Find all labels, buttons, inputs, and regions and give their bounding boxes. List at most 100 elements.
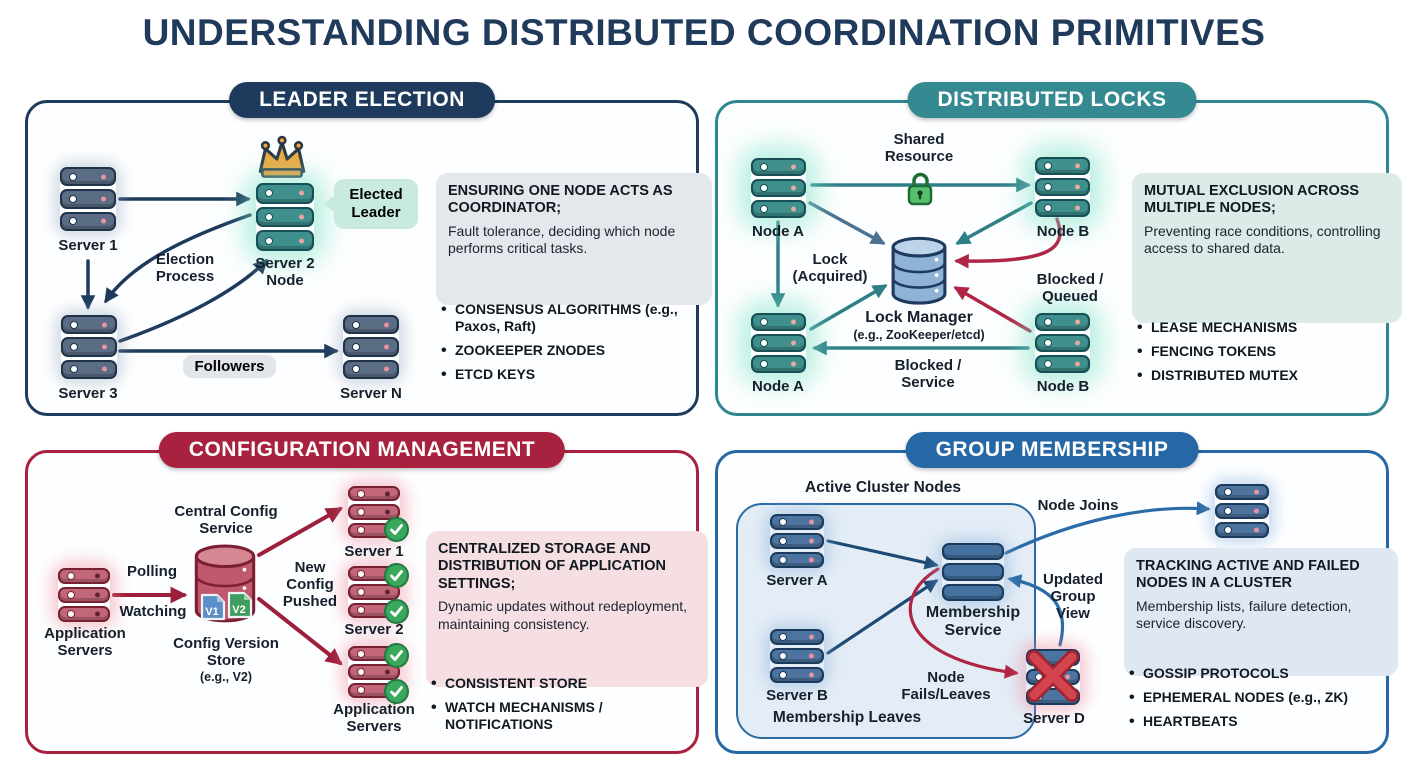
application-servers-left-icon bbox=[58, 568, 110, 622]
v1-label: V1 bbox=[205, 606, 218, 618]
distributed-locks-section: DISTRIBUTED LOCKS bbox=[715, 82, 1402, 416]
bullet-item: WATCH MECHANISMS / NOTIFICATIONS bbox=[430, 698, 688, 733]
polling-label: Polling bbox=[127, 563, 177, 580]
bullet-item: EPHEMERAL NODES (e.g., ZK) bbox=[1128, 688, 1378, 708]
server-2-label: Server 2 bbox=[344, 621, 404, 638]
lock-acquired-label: Lock (Acquired) bbox=[792, 251, 868, 286]
panel-heading: MUTUAL EXCLUSION ACROSS MULTIPLE NODES; bbox=[1144, 183, 1360, 217]
panel-body: Fault tolerance, deciding which node per… bbox=[448, 222, 676, 257]
panel-body: Dynamic updates without redeployment, ma… bbox=[438, 598, 688, 632]
bullet-item: CONSISTENT STORE bbox=[430, 674, 688, 694]
election-process-label: Election Process bbox=[155, 251, 215, 286]
config-version-store-label: Config Version Store bbox=[173, 635, 279, 670]
server-1-label: Server 1 bbox=[344, 543, 404, 560]
group-membership-header: GROUP MEMBERSHIP bbox=[905, 432, 1199, 468]
bullet-item: ETCD KEYS bbox=[440, 365, 696, 385]
configuration-management-panel: CENTRALIZED STORAGE AND DISTRIBUTION OF … bbox=[426, 531, 708, 687]
node-b-bottom-label: Node B bbox=[1036, 378, 1090, 395]
check-icon bbox=[390, 650, 403, 661]
server-n-label: Server N bbox=[340, 385, 402, 402]
leader-election-bullets: CONSENSUS ALGORITHMS (e.g., Paxos, Raft)… bbox=[440, 300, 696, 390]
central-config-service-label: Central Config Service bbox=[174, 503, 278, 538]
server-b-icon bbox=[770, 629, 824, 683]
panel-heading: CENTRALIZED STORAGE AND DISTRIBUTION OF … bbox=[438, 541, 666, 592]
leader-election-header: LEADER ELECTION bbox=[229, 82, 495, 118]
distributed-locks-header: DISTRIBUTED LOCKS bbox=[907, 82, 1197, 118]
membership-service-label: Membership Service bbox=[925, 604, 1021, 640]
padlock-icon bbox=[907, 172, 933, 206]
distributed-locks-panel: MUTUAL EXCLUSION ACROSS MULTIPLE NODES; … bbox=[1132, 173, 1402, 323]
node-b-top-icon bbox=[1035, 157, 1090, 217]
leader-election-section: LEADER ELECTION Server 1 Server 2 Node S… bbox=[25, 82, 712, 416]
config-version-sublabel: (e.g., V2) bbox=[199, 670, 253, 684]
updated-group-view-label: Updated Group View bbox=[1043, 571, 1103, 623]
config-file-v1-icon: V1 bbox=[200, 593, 226, 621]
elected-leader-bubble: Elected Leader bbox=[334, 179, 418, 229]
panel-heading: TRACKING ACTIVE AND FAILED NODES IN A CL… bbox=[1136, 558, 1360, 592]
server-n-icon bbox=[343, 315, 399, 379]
check-icon bbox=[390, 524, 403, 535]
server-3-icon bbox=[61, 315, 117, 379]
server-b-label: Server B bbox=[766, 687, 828, 704]
group-membership-panel: TRACKING ACTIVE AND FAILED NODES IN A CL… bbox=[1124, 548, 1398, 676]
active-cluster-nodes-label: Active Cluster Nodes bbox=[805, 479, 961, 496]
crown-icon bbox=[258, 135, 306, 178]
application-servers-right-label: Application Servers bbox=[333, 701, 415, 736]
distributed-locks-bullets: LEASE MECHANISMS FENCING TOKENS DISTRIBU… bbox=[1136, 318, 1382, 391]
configuration-management-arrows bbox=[112, 507, 343, 666]
group-membership-section: GROUP MEMBERSHIP bbox=[715, 432, 1398, 754]
lock-manager-sublabel: (e.g., ZooKeeper/etcd) bbox=[853, 328, 985, 342]
server-a-icon bbox=[770, 514, 824, 568]
server-d-label: Server D bbox=[1023, 710, 1085, 727]
shared-resource-label: Shared Resource bbox=[884, 131, 954, 166]
node-a-bottom-label: Node A bbox=[752, 378, 804, 395]
group-membership-bullets: GOSSIP PROTOCOLS EPHEMERAL NODES (e.g., … bbox=[1128, 664, 1378, 737]
bullet-item: DISTRIBUTED MUTEX bbox=[1136, 366, 1382, 386]
fail-x-icon bbox=[1027, 650, 1079, 702]
page-title: UNDERSTANDING DISTRIBUTED COORDINATION P… bbox=[142, 12, 1266, 53]
configuration-management-header: CONFIGURATION MANAGEMENT bbox=[158, 432, 566, 468]
bullet-item: CONSENSUS ALGORITHMS (e.g., Paxos, Raft) bbox=[440, 300, 696, 335]
server-2-label: Server 2 Node bbox=[255, 255, 315, 290]
new-config-pushed-label: New Config Pushed bbox=[282, 559, 338, 611]
membership-service-icon bbox=[942, 543, 1004, 601]
membership-leaves-label: Membership Leaves bbox=[772, 709, 922, 726]
application-servers-left-label: Application Servers bbox=[44, 625, 126, 660]
configuration-management-bullets: CONSISTENT STORE WATCH MECHANISMS / NOTI… bbox=[430, 674, 688, 740]
server-1-label: Server 1 bbox=[58, 237, 118, 254]
server-2-leader-icon bbox=[256, 183, 314, 252]
lock-manager-cylinder-icon bbox=[891, 236, 947, 305]
blocked-service-label: Blocked / Service bbox=[894, 357, 962, 392]
watching-label: Watching bbox=[119, 603, 187, 620]
server-a-label: Server A bbox=[766, 572, 828, 589]
node-a-top-label: Node A bbox=[752, 223, 804, 240]
bullet-item: HEARTBEATS bbox=[1128, 712, 1378, 732]
configuration-management-section: CONFIGURATION MANAGEMENT V1 V2 bbox=[25, 432, 708, 754]
bullet-item: FENCING TOKENS bbox=[1136, 342, 1382, 362]
node-fails-leaves-label: Node Fails/Leaves bbox=[901, 669, 991, 704]
server-3-label: Server 3 bbox=[58, 385, 118, 402]
bullet-item: ZOOKEEPER ZNODES bbox=[440, 341, 696, 361]
leader-election-panel: ENSURING ONE NODE ACTS AS COORDINATOR; F… bbox=[436, 173, 712, 305]
blocked-queued-label: Blocked / Queued bbox=[1036, 271, 1104, 306]
followers-tag: Followers bbox=[183, 355, 276, 378]
panel-body: Membership lists, failure detection, ser… bbox=[1136, 597, 1352, 632]
server-1-icon bbox=[60, 167, 116, 231]
panel-heading: ENSURING ONE NODE ACTS AS COORDINATOR; bbox=[448, 183, 673, 217]
node-b-top-label: Node B bbox=[1036, 223, 1090, 240]
node-joins-label: Node Joins bbox=[1037, 497, 1119, 514]
bullet-item: LEASE MECHANISMS bbox=[1136, 318, 1382, 338]
lock-manager-label: Lock Manager bbox=[865, 309, 973, 326]
node-a-bottom-icon bbox=[751, 313, 806, 373]
node-b-bottom-icon bbox=[1035, 313, 1090, 373]
v2-label: V2 bbox=[232, 604, 245, 616]
check-icon bbox=[390, 570, 403, 581]
check-icon bbox=[390, 686, 403, 697]
group-membership-arrows bbox=[826, 501, 1211, 679]
joining-node-icon bbox=[1215, 484, 1269, 538]
panel-body: Preventing race conditions, controlling … bbox=[1144, 222, 1381, 257]
node-a-top-icon bbox=[751, 158, 806, 218]
bullet-item: GOSSIP PROTOCOLS bbox=[1128, 664, 1378, 684]
check-icon bbox=[390, 606, 403, 617]
leader-election-arrows bbox=[80, 191, 339, 359]
